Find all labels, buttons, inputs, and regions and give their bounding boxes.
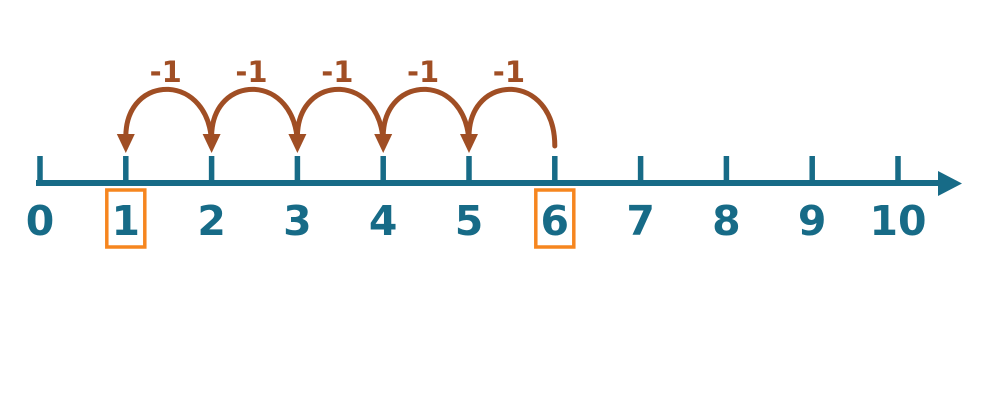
- hop-label-3-to-2: -1: [235, 55, 267, 89]
- hops-layer: -1 -1 -1 -1 -1: [116, 55, 558, 153]
- tick-label-4: 4: [369, 197, 398, 245]
- highlight-box-6: [534, 188, 576, 249]
- hop-arrowhead-icon: [116, 134, 135, 153]
- axis-layer: [36, 156, 962, 196]
- hop-arc-2-to-1: [123, 86, 215, 149]
- labels-layer: 0 1 2 3 4 5 6 7 8 9 10: [26, 188, 927, 249]
- tick-label-8: 8: [712, 197, 741, 245]
- hop-label-4-to-3: -1: [321, 55, 353, 89]
- hop-label-5-to-4: -1: [407, 55, 439, 89]
- tick-label-9: 9: [798, 197, 827, 245]
- highlight-box-1: [105, 188, 147, 249]
- hop-arc-5-to-4: [380, 86, 472, 149]
- tick-label-6: 6: [541, 197, 570, 245]
- tick-label-0: 0: [26, 197, 55, 245]
- hop-label-6-to-5: -1: [493, 55, 525, 89]
- tick-label-5: 5: [455, 197, 484, 245]
- tick-label-1: 1: [112, 197, 141, 245]
- tick-label-3: 3: [283, 197, 312, 245]
- hop-label-2-to-1: -1: [150, 55, 182, 89]
- hop-arc-3-to-2: [209, 86, 300, 149]
- hop-arc-4-to-3: [294, 86, 386, 149]
- hop-arc-6-to-5: [466, 86, 558, 149]
- tick-label-2: 2: [197, 197, 226, 245]
- tick-label-7: 7: [626, 197, 655, 245]
- tick-label-10: 10: [869, 197, 926, 245]
- axis-arrowhead-icon: [938, 171, 962, 196]
